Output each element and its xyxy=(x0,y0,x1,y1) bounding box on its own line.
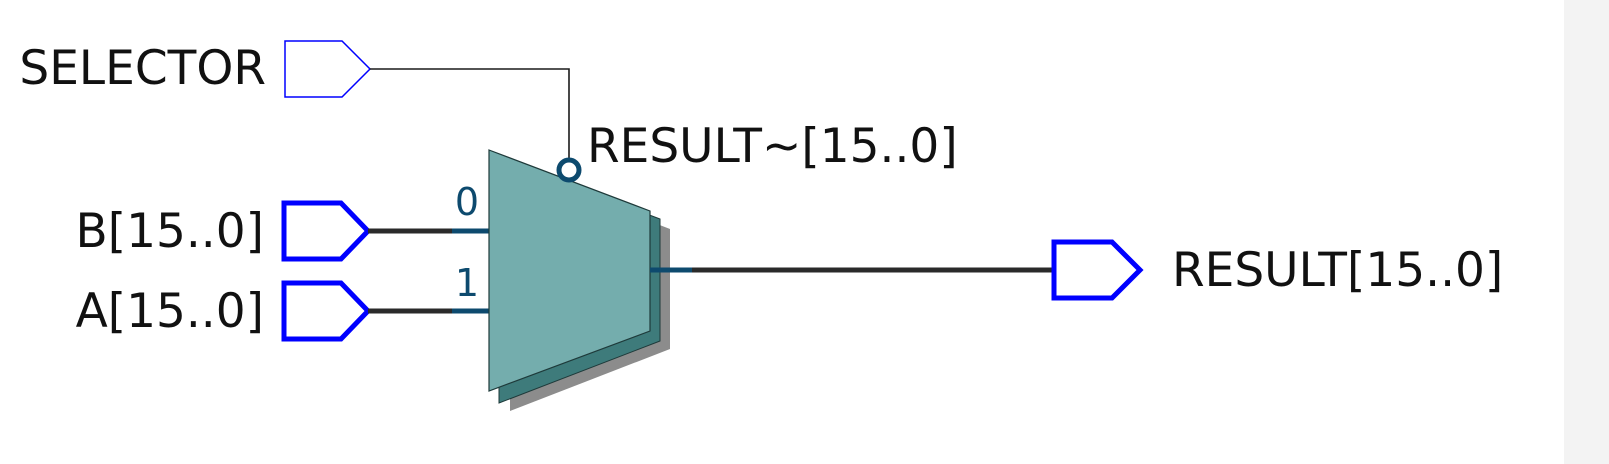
mux-port-0-label: 0 xyxy=(455,180,479,224)
mux-port-1-label: 1 xyxy=(455,261,479,305)
result-output-label: RESULT[15..0] xyxy=(1172,243,1503,298)
selector-label: SELECTOR xyxy=(19,41,266,96)
selector-input-pin[interactable]: SELECTOR xyxy=(19,40,372,98)
a-input-label: A[15..0] xyxy=(76,284,264,339)
scrollbar-strip[interactable] xyxy=(1564,0,1609,464)
mux-body[interactable] xyxy=(488,149,651,392)
b-input-label: B[15..0] xyxy=(75,204,264,259)
mux-instance-label: RESULT~[15..0] xyxy=(587,119,958,174)
b-pin-shape[interactable] xyxy=(281,200,372,262)
selector-pin-shape[interactable] xyxy=(284,40,372,98)
result-output-pin[interactable]: RESULT[15..0] xyxy=(1051,239,1503,301)
a-input-pin[interactable]: A[15..0] xyxy=(76,280,372,342)
select-inversion-bubble xyxy=(556,157,582,183)
b-input-pin[interactable]: B[15..0] xyxy=(75,200,372,262)
mux-block[interactable]: 0 1 xyxy=(455,149,670,411)
a-pin-shape[interactable] xyxy=(281,280,372,342)
selector-wire[interactable] xyxy=(370,68,570,160)
result-pin-shape[interactable] xyxy=(1051,239,1144,301)
